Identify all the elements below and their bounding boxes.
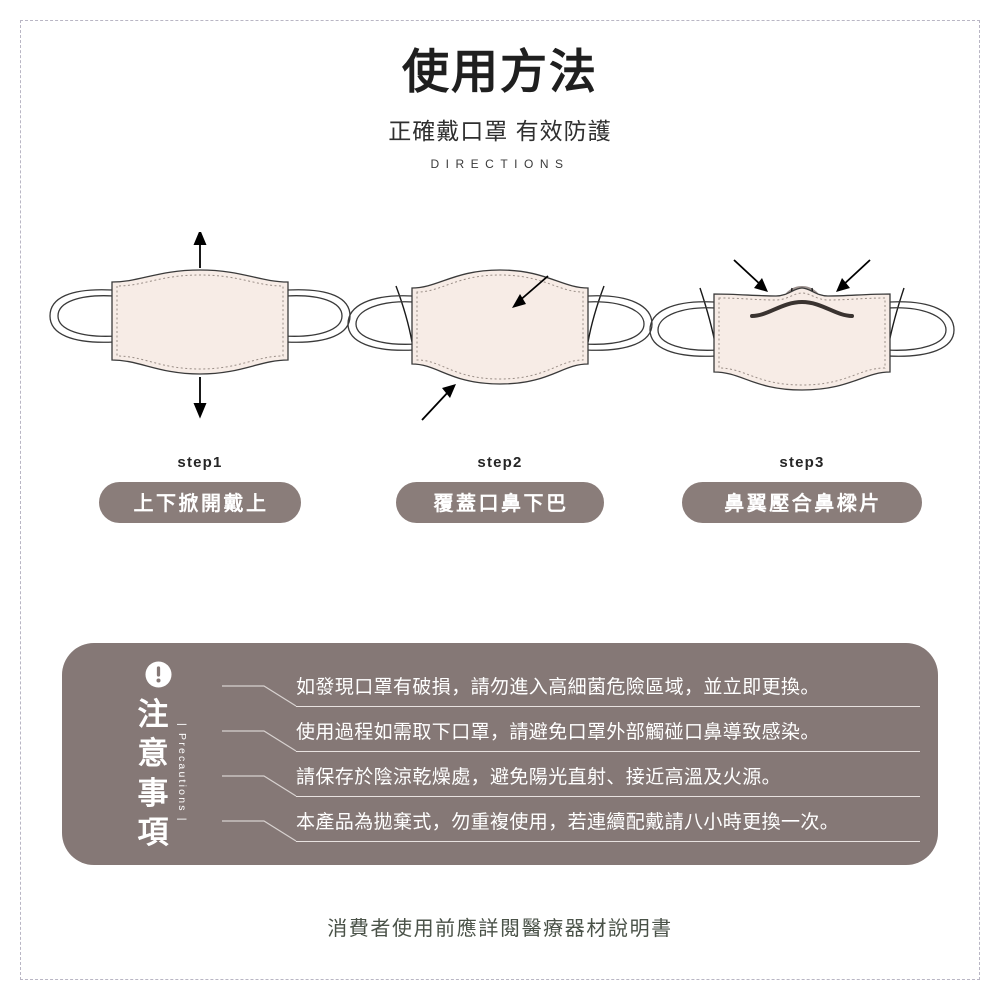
precaution-item: 請保存於陰涼乾燥處，避免陽光直射、接近高溫及火源。 bbox=[220, 759, 920, 803]
page-title: 使用方法 bbox=[402, 45, 598, 98]
precaution-text: 如發現口罩有破損，請勿進入高細菌危險區域，並立即更換。 bbox=[296, 677, 820, 698]
precaution-underline bbox=[296, 841, 920, 842]
precaution-item: 本產品為拋棄式，勿重複使用，若連續配戴請八小時更換一次。 bbox=[220, 804, 920, 848]
precaution-underline bbox=[296, 796, 920, 797]
mask-body bbox=[111, 269, 289, 375]
precautions-list: 如發現口罩有破損，請勿進入高細菌危險區域，並立即更換。 使用過程如需取下口罩，請… bbox=[220, 669, 920, 849]
step-1-label-pill[interactable]: 上下掀開戴上 bbox=[99, 482, 301, 523]
mask-stitching bbox=[416, 274, 584, 380]
step-3: step3 鼻翼壓合鼻樑片 bbox=[642, 232, 962, 532]
step-2: step2 覆蓋口鼻下巴 bbox=[340, 232, 660, 532]
precautions-label-cn: 注意事項 bbox=[137, 697, 169, 851]
steps-section: step1 上下掀開戴上 bbox=[0, 232, 1000, 532]
step-3-label-pill[interactable]: 鼻翼壓合鼻樑片 bbox=[682, 482, 922, 523]
step-2-number: step2 bbox=[477, 454, 523, 471]
footer-note: 消費者使用前應詳閱醫療器材說明書 bbox=[327, 918, 673, 940]
precautions-label-en: | Precautions | bbox=[176, 723, 188, 823]
ear-loop-right-inner bbox=[885, 307, 947, 351]
connector-line-icon bbox=[222, 775, 297, 797]
step-3-illustration bbox=[649, 259, 955, 391]
direction-arrows bbox=[733, 259, 871, 292]
step-1: step1 上下掀開戴上 bbox=[40, 232, 360, 532]
mask-stitching bbox=[116, 274, 284, 370]
ear-loop-right-inner bbox=[583, 301, 645, 345]
ear-loop-left-inner bbox=[57, 295, 117, 337]
precaution-text: 本產品為拋棄式，勿重複使用，若連續配戴請八小時更換一次。 bbox=[296, 812, 840, 833]
step-2-illustration bbox=[347, 269, 653, 421]
exclamation-circle-icon bbox=[145, 661, 172, 688]
header: 使用方法 正確戴口罩 有效防護 DIRECTIONS bbox=[0, 45, 1000, 171]
precaution-text: 請保存於陰涼乾燥處，避免陽光直射、接近高溫及火源。 bbox=[296, 767, 782, 788]
ear-loop-left-outer bbox=[49, 289, 115, 343]
step-2-label-pill[interactable]: 覆蓋口鼻下巴 bbox=[396, 482, 604, 523]
direction-arrows bbox=[193, 232, 207, 419]
page-subtitle: 正確戴口罩 有效防護 bbox=[388, 117, 612, 144]
precaution-underline bbox=[296, 751, 920, 752]
ear-loop-right-outer bbox=[887, 301, 955, 357]
connector-line-icon bbox=[222, 730, 297, 752]
ear-loop-right-inner bbox=[283, 295, 343, 337]
step-1-illustration bbox=[49, 232, 351, 419]
precautions-panel: 注意事項 | Precautions | 如發現口罩有破損，請勿進入高細菌危險區… bbox=[62, 643, 938, 865]
precautions-label-block: 注意事項 | Precautions | bbox=[114, 653, 210, 853]
precaution-item: 使用過程如需取下口罩，請避免口罩外部觸碰口鼻導致感染。 bbox=[220, 714, 920, 758]
ear-loop-left-outer bbox=[347, 295, 415, 351]
precaution-text: 使用過程如需取下口罩，請避免口罩外部觸碰口鼻導致感染。 bbox=[296, 722, 820, 743]
precaution-underline bbox=[296, 706, 920, 707]
ear-loop-left-inner bbox=[355, 301, 417, 345]
mask-head-straps bbox=[395, 285, 605, 343]
page-eyebrow: DIRECTIONS bbox=[430, 156, 570, 171]
nose-wire bbox=[750, 299, 854, 318]
step-1-number: step1 bbox=[177, 454, 223, 471]
ear-loop-left-inner bbox=[657, 307, 719, 351]
mask-body bbox=[411, 269, 589, 385]
ear-loop-right-outer bbox=[585, 295, 653, 351]
connector-line-icon bbox=[222, 685, 297, 707]
precaution-item: 如發現口罩有破損，請勿進入高細菌危險區域，並立即更換。 bbox=[220, 669, 920, 713]
direction-arrows bbox=[421, 275, 549, 421]
step-3-number: step3 bbox=[779, 454, 825, 471]
connector-line-icon bbox=[222, 820, 297, 842]
ear-loop-left-outer bbox=[649, 301, 717, 357]
